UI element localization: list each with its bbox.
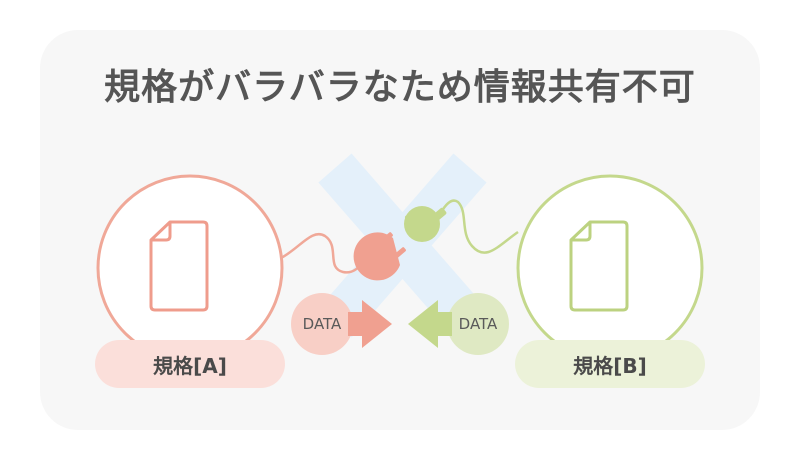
- data-b-label: DATA: [458, 315, 498, 333]
- arrow-right-icon: [348, 300, 392, 348]
- data-a-bubble: [291, 293, 353, 355]
- page-title: 規格がバラバラなため情報共有不可: [104, 67, 696, 108]
- document-a-icon: [149, 220, 209, 312]
- document-b-icon: [569, 220, 629, 312]
- data-a-label: DATA: [302, 315, 342, 333]
- standard-a-label: 規格[A]: [95, 340, 285, 388]
- cross-mark-icon: [318, 153, 487, 338]
- arrow-left-icon: [408, 300, 452, 348]
- standard-b-circle: [516, 174, 704, 362]
- plug-b-icon: [404, 206, 447, 242]
- cable-b: [436, 199, 519, 254]
- standard-b-label: 規格[B]: [515, 340, 705, 388]
- standard-a-circle: [96, 174, 284, 362]
- data-b-bubble: [447, 293, 509, 355]
- socket-a-icon: [353, 232, 406, 281]
